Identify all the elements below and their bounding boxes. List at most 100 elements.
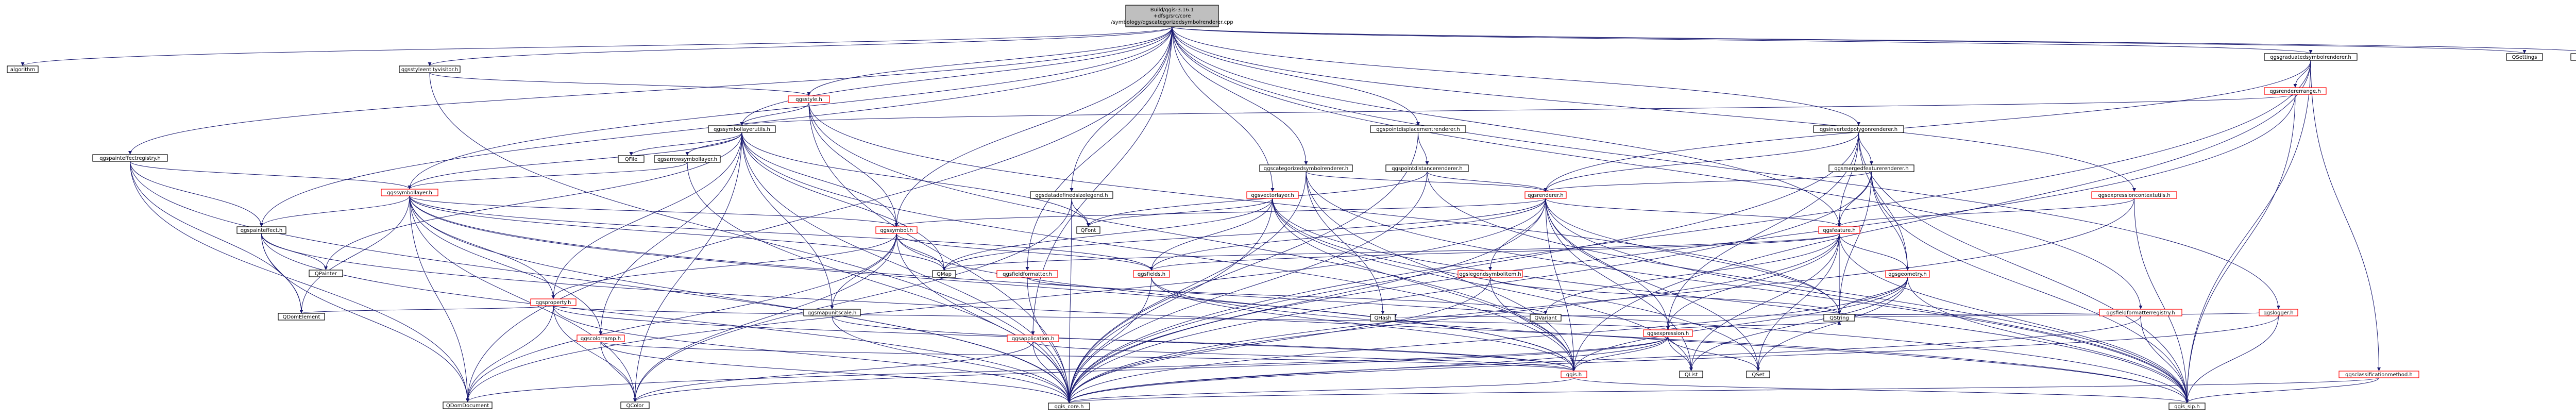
node-label-qlist: QList (1685, 372, 1698, 378)
edge-qgsmergedfeaturerenderer-to-qgsrenderer (1544, 171, 1872, 192)
node-qgsdatadefinedsizelegend[interactable]: qgsdatadefinedsizelegend.h (1030, 191, 1113, 199)
node-label-qgspainteffect: qgspainteffect.h (241, 228, 283, 233)
node-label-qvariant: QVariant (1534, 315, 1556, 321)
node-qfile[interactable]: QFile (618, 155, 645, 163)
node-qgsproperty[interactable]: qgsproperty.h (530, 298, 577, 306)
node-qgsmergedfeaturerenderer[interactable]: qgsmergedfeaturerenderer.h (1828, 164, 1914, 172)
node-qstring[interactable]: QString (1823, 314, 1855, 322)
node-qgsrendererrange[interactable]: qgsrendererrange.h (2264, 87, 2327, 95)
node-qgscolorramp[interactable]: qgscolorramp.h (577, 334, 625, 342)
node-label-qgsmergedfeaturerenderer: qgsmergedfeaturerenderer.h (1834, 166, 1908, 172)
node-label-qgslogger: qgslogger.h (2263, 310, 2293, 316)
edge-qgsmergedfeaturerenderer-to-qgsgeometry (1871, 171, 1909, 271)
edge-qgis-to-qgis_sip (1573, 377, 2189, 404)
node-qgslegendsymbolitem[interactable]: qgslegendsymbolitem.h (1458, 270, 1523, 278)
edge-qgsrenderer-to-qgsexpression (1545, 198, 1670, 330)
node-qgssymbollayer[interactable]: qgssymbollayer.h (381, 189, 438, 196)
edge-qgsapplication-to-qcolor (633, 341, 1033, 403)
edge-root-to-qgsfieldformatter (1025, 26, 1173, 271)
node-qgsgraduatedsymbolrenderer[interactable]: qgsgraduatedsymbolrenderer.h (2264, 53, 2358, 61)
node-qgssymbol[interactable]: qgssymbol.h (875, 226, 918, 234)
node-qgsexpression[interactable]: qgsexpression.h (1643, 329, 1693, 337)
node-label-qgsexpressioncontextutils: qgsexpressioncontextutils.h (2098, 193, 2170, 198)
edge-qgssymbollayer-to-qmap (409, 195, 946, 271)
edge-qgsproperty-to-qdomelement (299, 305, 554, 314)
node-qgsfieldformatterregistry[interactable]: qgsfieldformatterregistry.h (2099, 309, 2182, 316)
node-qgsarrowsymbollayer[interactable]: qgsarrowsymbollayer.h (654, 155, 721, 163)
node-qgspointdisplacementrenderer[interactable]: qgspointdisplacementrenderer.h (1370, 125, 1466, 133)
edge-qgspointdistancerenderer-to-qgis_sip (1427, 171, 2189, 404)
edge-qgsmapunitscale-to-qgis_core (832, 315, 1071, 404)
node-qhash[interactable]: QHash (1370, 314, 1396, 322)
node-qgis_sip[interactable]: qgis_sip.h (2168, 403, 2206, 410)
node-qgsstyleentityvisitor[interactable]: qgsstyleentityvisitor.h (399, 65, 461, 73)
node-qgslogger[interactable]: qgslogger.h (2259, 309, 2298, 316)
edge-root-to-qgsgraduatedsymbolrenderer (1172, 26, 2312, 54)
node-label-qpainter: QPainter (315, 271, 337, 277)
node-qgsapplication[interactable]: qgsapplication.h (1007, 334, 1059, 342)
node-qgspainteffect[interactable]: qgspainteffect.h (236, 226, 286, 234)
edge-qgsinvertedpolygonrenderer-to-qgsfeature (1837, 132, 1859, 227)
node-qgscategorizedsymbolrenderer[interactable]: qgscategorizedsymbolrenderer.h (1259, 164, 1353, 172)
dependency-edges (21, 26, 2576, 404)
edge-qgsexpressioncontextutils-to-qgis_core (1067, 198, 2134, 404)
node-qlist[interactable]: QList (1679, 371, 1703, 378)
edge-qgsstyle-to-qgssymbol (808, 102, 899, 227)
node-qgsexpressioncontextutils[interactable]: qgsexpressioncontextutils.h (2091, 191, 2177, 199)
node-qgsrenderer[interactable]: qgsrenderer.h (1524, 191, 1567, 199)
node-label-qgsfieldformatterregistry: qgsfieldformatterregistry.h (2106, 310, 2175, 316)
node-qgis_core[interactable]: qgis_core.h (1048, 403, 1090, 410)
edge-root-to-qgsfieldformatterregistry (1172, 26, 2143, 310)
edge-qgsmergedfeaturerenderer-to-qgis_sip (1871, 171, 2189, 404)
edge-root-to-qgsfeature (1172, 26, 1841, 227)
edge-qgssymbollayerutils-to-qgsarrowsymbollayer (685, 132, 742, 156)
node-qgsfields[interactable]: qgsfields.h (1133, 270, 1170, 278)
edge-qgssymbollayerutils-to-qfile (629, 132, 742, 156)
node-qgsinvertedpolygonrenderer[interactable]: qgsinvertedpolygonrenderer.h (1813, 125, 1904, 133)
edge-qgsrenderer-to-qgis_sip (1545, 198, 2189, 404)
node-qpainter[interactable]: QPainter (309, 270, 343, 277)
node-qgspointdistancerenderer[interactable]: qgspointdistancerenderer.h (1385, 164, 1469, 172)
node-label-qsettings: QSettings (2512, 55, 2537, 60)
node-qgsfieldformatter[interactable]: qgsfieldformatter.h (996, 270, 1058, 278)
edge-qgsgraduatedsymbolrenderer-to-qgis_sip (2185, 60, 2311, 404)
node-qgspainteffectregistry[interactable]: qgspainteffectregistry.h (92, 154, 168, 162)
edge-qgssymbol-to-qgsfields (896, 233, 1154, 271)
edge-qgssymbollayerutils-to-qgsproperty (551, 132, 742, 299)
node-label-qgsstyleentityvisitor: qgsstyleentityvisitor.h (401, 67, 458, 73)
node-qgsclassificationmethod[interactable]: qgsclassificationmethod.h (2338, 371, 2419, 378)
edge-qgsmergedfeaturerenderer-to-qgsfeature (1837, 171, 1872, 227)
node-algorithm[interactable]: algorithm (7, 65, 39, 73)
node-qregularexpression[interactable]: QRegularExpression (2570, 53, 2576, 61)
node-qdomdocument[interactable]: QDomDocument (443, 401, 493, 409)
edge-qgsfeature-to-qlist (1689, 233, 1840, 372)
node-qgis[interactable]: qgis.h (1561, 371, 1587, 378)
node-qfont[interactable]: QFont (1076, 226, 1100, 234)
node-qdomelement[interactable]: QDomElement (278, 313, 325, 321)
node-qgsgeometry[interactable]: qgsgeometry.h (1885, 270, 1930, 278)
node-label-qgsfieldformatter: qgsfieldformatter.h (1003, 272, 1052, 277)
edge-qgsfeature-to-qgis_core (1067, 233, 1840, 404)
node-qsettings[interactable]: QSettings (2506, 53, 2543, 61)
edge-qgsgraduatedsymbolrenderer-to-qgsrendererrange (2293, 60, 2311, 88)
node-qvariant[interactable]: QVariant (1530, 314, 1562, 322)
edge-qgssymbollayer-to-qgis_sip (409, 195, 2189, 404)
node-label-qgsfields: qgsfields.h (1138, 272, 1165, 277)
node-qset[interactable]: QSet (1746, 371, 1770, 378)
node-qcolor[interactable]: QColor (620, 401, 650, 409)
node-qmap[interactable]: QMap (932, 270, 956, 278)
edge-qgssymbollayerutils-to-qcolor (633, 132, 742, 403)
node-qgsstyle[interactable]: qgsstyle.h (788, 95, 830, 103)
edge-qgsfieldformatterregistry-to-qgis_sip (2140, 315, 2189, 404)
edge-root-to-qgspointdisplacementrenderer (1172, 26, 1420, 126)
node-qgsfeature[interactable]: qgsfeature.h (1818, 226, 1860, 234)
edge-qgssymbollayer-to-qgsfields (409, 195, 1154, 271)
node-qgssymbollayerutils[interactable]: qgssymbollayerutils.h (708, 125, 776, 133)
node-qgsvectorlayer[interactable]: qgsvectorlayer.h (1246, 191, 1299, 199)
node-qgsmapunitscale[interactable]: qgsmapunitscale.h (803, 309, 861, 316)
edge-qgscolorramp-to-qgis_core (600, 341, 1071, 404)
edge-qgsfeature-to-qmap (942, 233, 1840, 271)
edge-qgsgeometry-to-qset (1756, 277, 1908, 372)
node-label-qcolor: QColor (626, 403, 645, 409)
node-label-qfile: QFile (625, 157, 638, 162)
